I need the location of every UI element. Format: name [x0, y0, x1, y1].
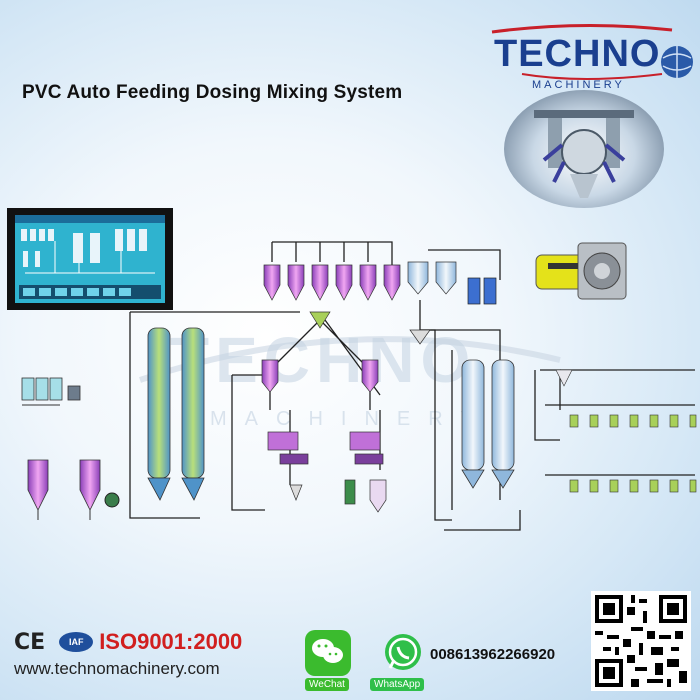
iaf-badge: IAF	[59, 632, 94, 652]
whatsapp-icon[interactable]	[380, 630, 426, 676]
watermark-sub: MACHINERY	[210, 408, 492, 430]
website-link[interactable]: www.technomachinery.com	[14, 659, 220, 678]
watermark: TECHNO MACHINERY	[139, 324, 561, 430]
wechat-label: WeChat	[305, 678, 349, 691]
machine-photo	[504, 90, 664, 208]
rotary-valve-image	[535, 242, 627, 300]
distribution-stations	[569, 414, 697, 493]
phone-number: 008613962266920	[430, 646, 556, 663]
techno-logo: TECHNO MACHINERY	[491, 23, 693, 91]
process-diagram	[21, 241, 697, 531]
logo-brand: TECHNO	[494, 33, 660, 75]
right-silos	[461, 359, 515, 489]
page-title: PVC Auto Feeding Dosing Mixing System	[22, 82, 403, 103]
drum-group	[407, 261, 497, 345]
logo-sub: MACHINERY	[532, 79, 625, 91]
small-hoppers	[263, 264, 401, 329]
mixers	[261, 359, 387, 513]
qr-code-icon[interactable]	[591, 591, 691, 691]
ce-mark: CE	[14, 629, 46, 655]
whatsapp-label: WhatsApp	[370, 678, 425, 691]
iso-label: ISO9001:2000	[99, 629, 243, 654]
wechat-icon[interactable]	[305, 630, 351, 676]
scada-screen	[15, 215, 165, 303]
left-feeders	[21, 377, 120, 520]
control-monitor	[7, 208, 173, 310]
footer-certifications: CE IAF ISO9001:2000 www.technomachinery.…	[14, 629, 304, 689]
main-silos	[147, 327, 205, 501]
